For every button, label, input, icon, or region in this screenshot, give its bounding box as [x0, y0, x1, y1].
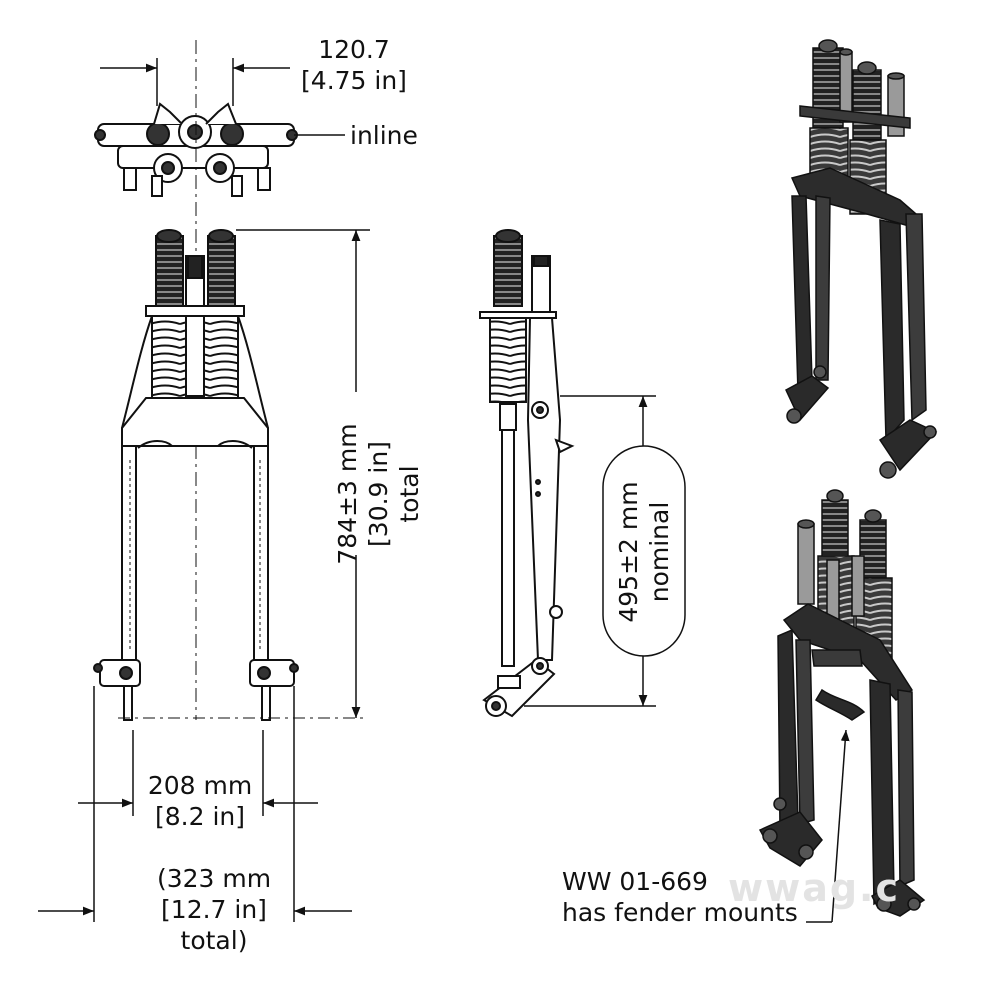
total-height-dimension	[236, 229, 370, 718]
outer-width-label: (323 mm [12.7 in] total)	[138, 863, 290, 956]
inner-width-imperial: [8.2 in]	[154, 802, 245, 831]
inline-label: inline	[350, 121, 418, 150]
nominal-length-dimension	[524, 395, 686, 707]
total-height-value: 784±3 mm	[333, 423, 362, 565]
width-dimensions	[38, 686, 352, 922]
inner-width-value: 208 mm	[147, 771, 253, 800]
top-width-imperial: [4.75 in]	[301, 66, 407, 95]
total-height-label: 784±3 mm [30.9 in] total	[332, 384, 432, 604]
top-width-label: 120.7 [4.75 in]	[294, 34, 414, 96]
watermark: wwag.c	[728, 866, 901, 910]
nominal-length-value: 495±2 mm	[614, 481, 643, 623]
fork-render-front-view	[758, 489, 926, 917]
callout-description: has fender mounts	[562, 898, 798, 927]
total-height-note: total	[395, 465, 424, 523]
nominal-length-note: nominal	[645, 501, 674, 603]
nominal-length-label: 495±2 mm nominal	[613, 447, 677, 657]
top-width-value: 120.7	[318, 35, 390, 64]
total-height-imperial: [30.9 in]	[364, 441, 393, 547]
outer-width-imperial: [12.7 in]	[161, 895, 267, 924]
callout-part-number: WW 01-669	[562, 867, 708, 896]
outer-width-value: (323 mm	[156, 864, 272, 893]
top-view-triple-clamp	[94, 102, 298, 197]
front-view-fork	[93, 229, 299, 721]
side-view-fork	[479, 229, 575, 718]
callout-leader	[806, 729, 850, 923]
inner-width-label: 208 mm [8.2 in]	[138, 770, 262, 832]
callout-label: WW 01-669 has fender mounts	[562, 866, 798, 928]
fork-render-rear-view	[785, 39, 938, 479]
outer-width-note: total)	[180, 926, 248, 955]
top-width-dimension	[100, 58, 345, 136]
